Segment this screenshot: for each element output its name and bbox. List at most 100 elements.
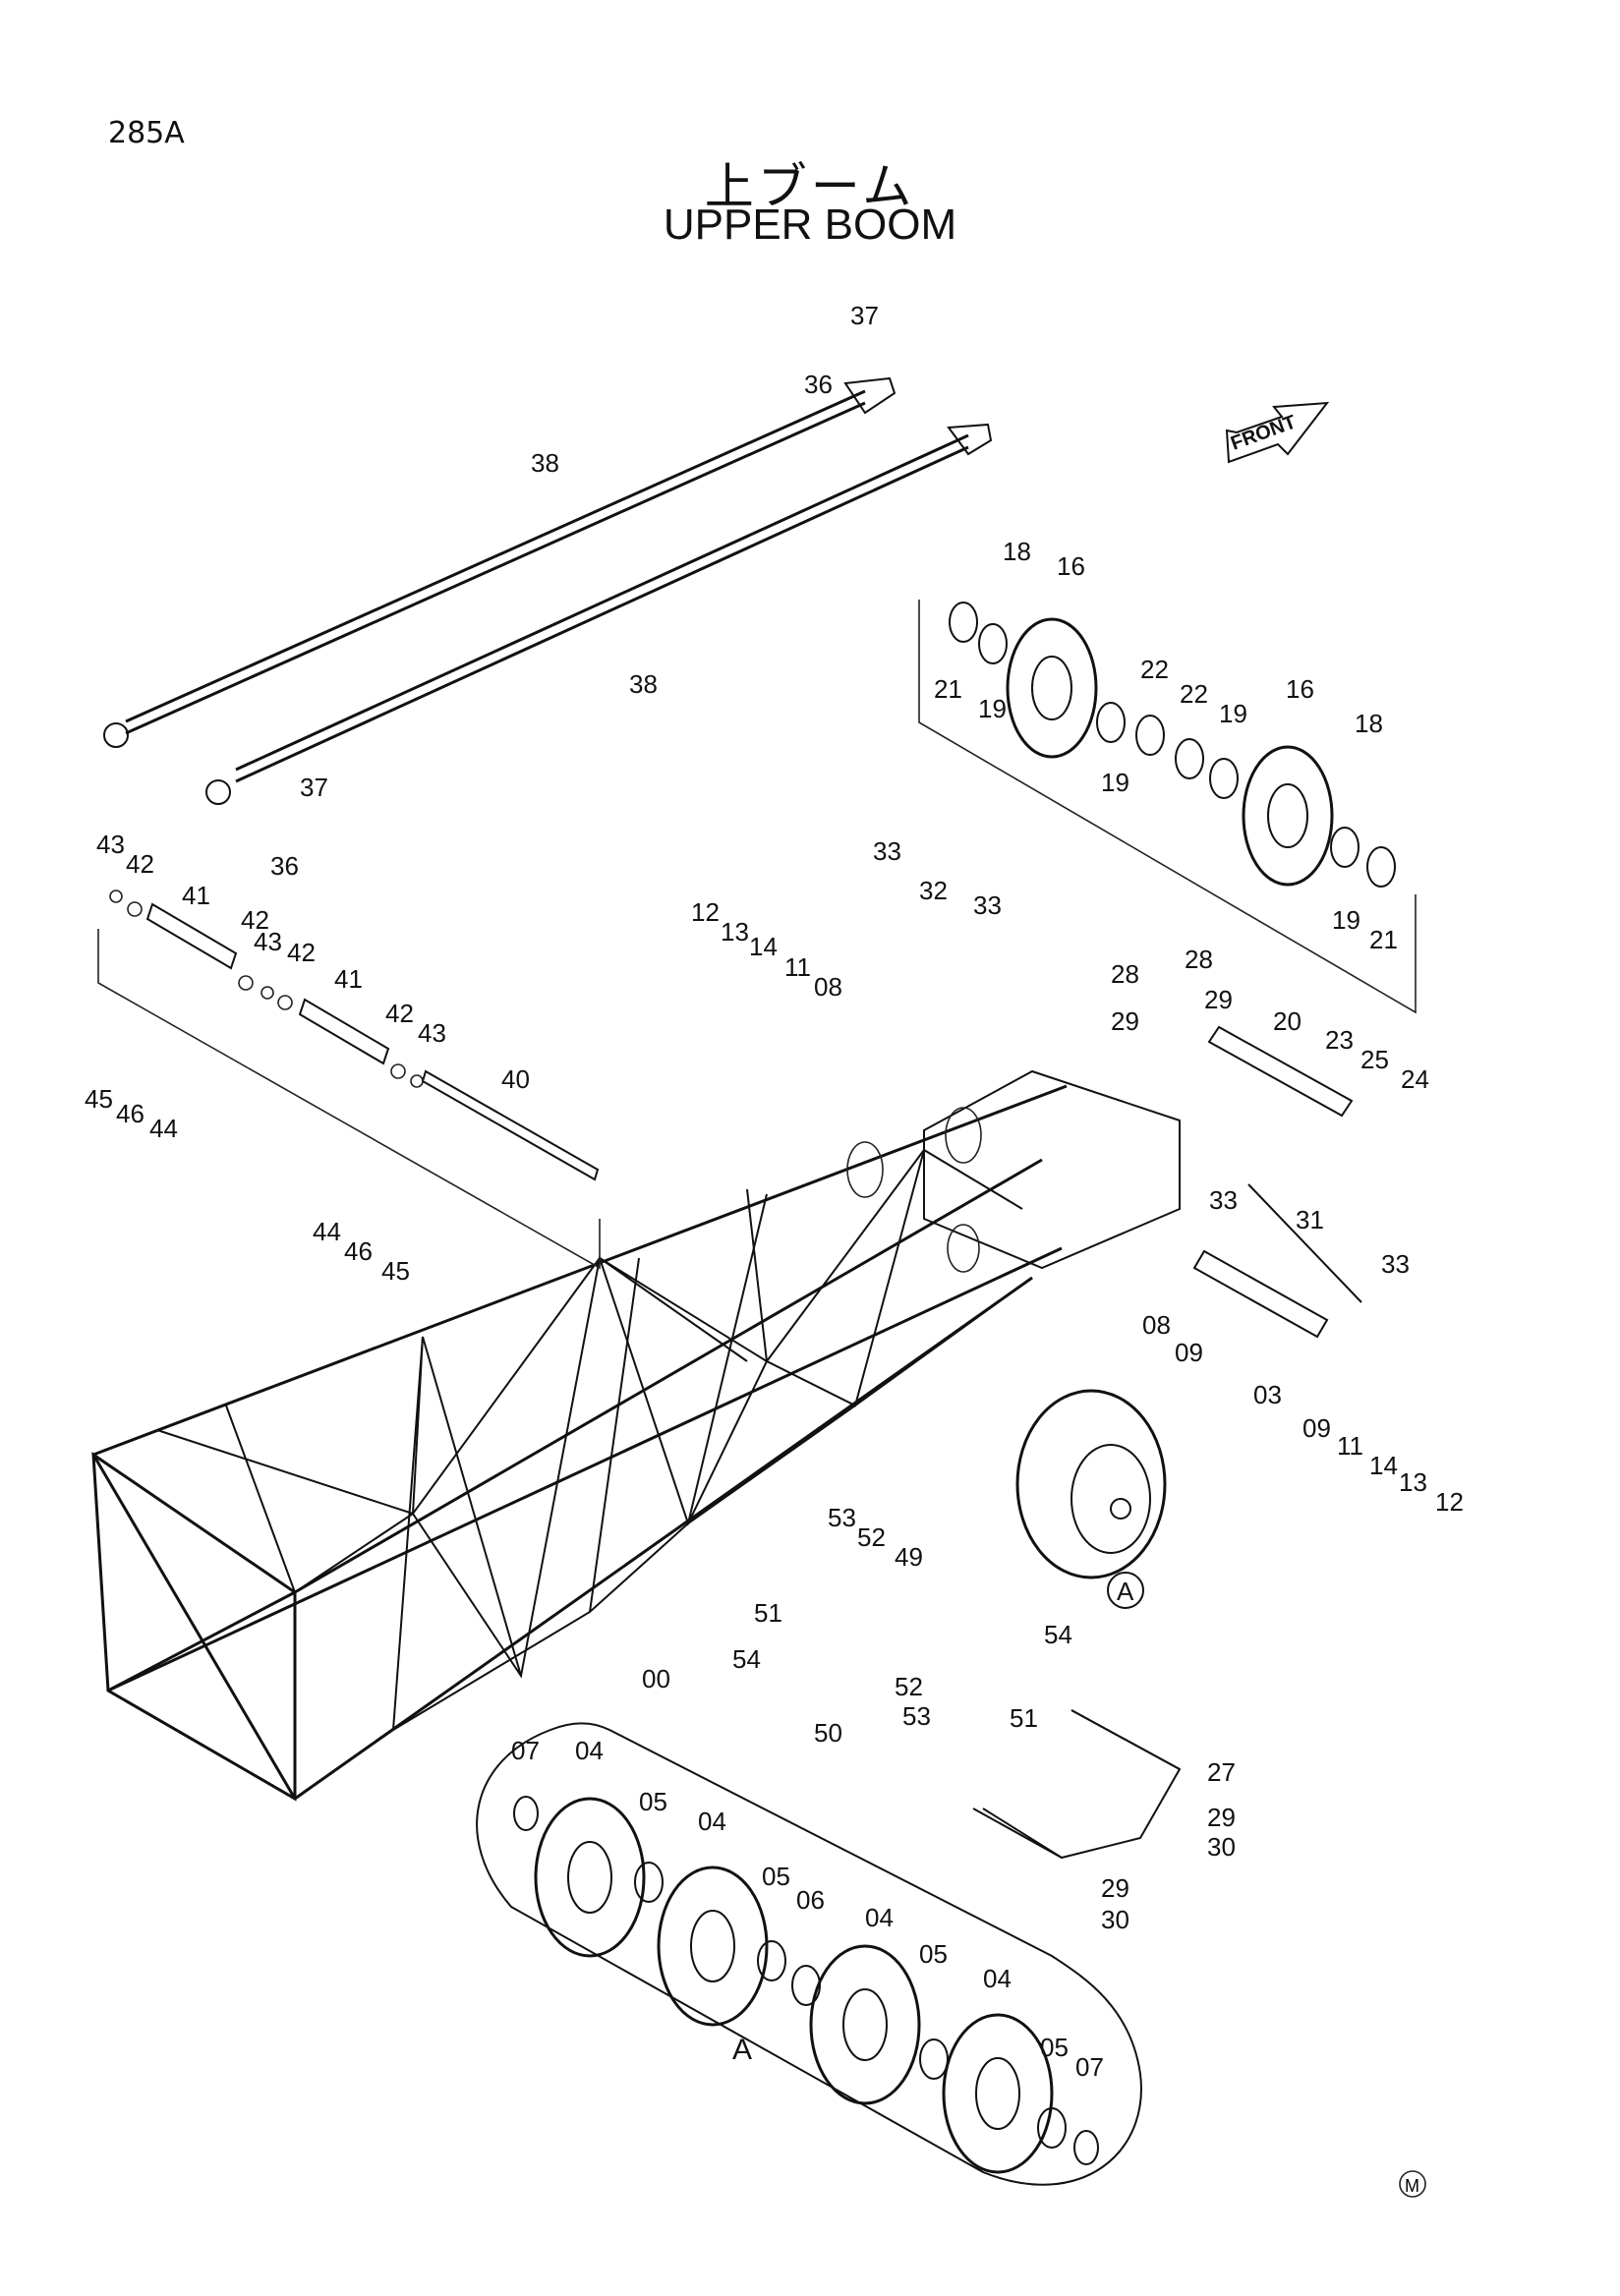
part-number-label: 40 bbox=[501, 1064, 530, 1094]
part-number-label: 23 bbox=[1325, 1025, 1354, 1055]
part-number-label: 05 bbox=[1040, 2033, 1069, 2062]
detail-bearing bbox=[513, 1796, 1099, 2165]
boom-pin bbox=[109, 890, 600, 1181]
pulley-sheave bbox=[1015, 1389, 1167, 1579]
part-number-label: 29 bbox=[1111, 1006, 1139, 1036]
part-number-label: 31 bbox=[1296, 1205, 1324, 1234]
detail-a-outline bbox=[476, 1722, 1142, 2186]
part-number-label: 41 bbox=[334, 964, 363, 994]
part-number-label: 12 bbox=[691, 897, 720, 927]
front-label: FRONT bbox=[1228, 411, 1299, 454]
page-title-japanese: 上ブーム bbox=[704, 158, 916, 215]
detail-callout-label: A bbox=[1117, 1577, 1134, 1606]
sheave-cover bbox=[972, 1709, 1182, 1860]
part-number-label: 05 bbox=[919, 1939, 948, 1969]
part-number-label: 22 bbox=[1180, 679, 1208, 709]
part-number-label: 38 bbox=[531, 448, 559, 478]
part-number-label: 08 bbox=[814, 972, 842, 1002]
part-number-label: 28 bbox=[1185, 945, 1213, 974]
part-number-label: 54 bbox=[1044, 1620, 1072, 1649]
part-number-label: 29 bbox=[1101, 1873, 1129, 1903]
detail-pulley bbox=[809, 1944, 921, 2105]
part-number-label: 29 bbox=[1207, 1803, 1236, 1832]
part-number-label: 45 bbox=[381, 1256, 410, 1286]
part-number-label: 09 bbox=[1175, 1338, 1203, 1367]
part-number-label: 16 bbox=[1286, 674, 1314, 704]
part-number-label: 21 bbox=[1369, 925, 1398, 954]
part-number-label: 11 bbox=[1337, 1431, 1363, 1461]
manufacturer-mark: M bbox=[1405, 2176, 1419, 2196]
part-number-label: 51 bbox=[1010, 1703, 1038, 1733]
part-number-label: 36 bbox=[804, 370, 833, 399]
manufacturer-mark-icon: M bbox=[1399, 2170, 1426, 2198]
part-number-label: 45 bbox=[85, 1084, 113, 1114]
part-number-label: 53 bbox=[828, 1503, 856, 1532]
part-number-label: 28 bbox=[1111, 959, 1139, 989]
part-number-label: 50 bbox=[814, 1718, 842, 1748]
pulley-bushing bbox=[949, 602, 1396, 888]
part-number-label: 44 bbox=[149, 1114, 178, 1143]
part-number-label: 37 bbox=[850, 301, 879, 330]
part-number-label: 00 bbox=[642, 1664, 670, 1693]
part-number-label: 20 bbox=[1273, 1006, 1302, 1036]
part-number-label: 33 bbox=[873, 836, 901, 866]
part-number-label: 27 bbox=[1207, 1757, 1236, 1787]
part-number-label: 42 bbox=[126, 849, 154, 879]
part-number-label: 04 bbox=[865, 1903, 894, 1932]
part-number-label: 06 bbox=[796, 1885, 825, 1915]
part-number-label: 33 bbox=[1209, 1185, 1238, 1215]
part-number-label: 07 bbox=[511, 1736, 540, 1765]
part-number-label: 41 bbox=[182, 881, 210, 910]
part-number-label: 16 bbox=[1057, 551, 1085, 581]
part-number-label: 07 bbox=[1075, 2052, 1104, 2082]
part-number-label: 04 bbox=[575, 1736, 604, 1765]
part-number-label: 13 bbox=[721, 917, 749, 947]
part-number-label: 12 bbox=[1435, 1487, 1464, 1517]
part-number-label: 19 bbox=[978, 694, 1007, 723]
part-number-label: 22 bbox=[1140, 655, 1169, 684]
part-number-label: 18 bbox=[1003, 537, 1031, 566]
tie-rod bbox=[205, 423, 993, 805]
part-number-label: 44 bbox=[313, 1217, 341, 1246]
pulley-sheave bbox=[1242, 745, 1334, 887]
part-number-label: 54 bbox=[732, 1644, 761, 1674]
part-number-label: 42 bbox=[287, 938, 316, 967]
part-number-label: 43 bbox=[96, 830, 125, 859]
part-number-label: 51 bbox=[754, 1598, 782, 1628]
part-number-label: 52 bbox=[857, 1522, 886, 1552]
part-number-label: 42 bbox=[241, 905, 269, 935]
part-number-label: 38 bbox=[629, 669, 658, 699]
tie-rod bbox=[103, 376, 897, 748]
part-number-label: 24 bbox=[1401, 1064, 1429, 1094]
part-number-label: 42 bbox=[385, 999, 414, 1028]
part-number-label: 04 bbox=[983, 1964, 1012, 1993]
part-number-label: 19 bbox=[1332, 905, 1360, 935]
part-number-label: 19 bbox=[1219, 699, 1247, 728]
detail-pulley bbox=[942, 2013, 1054, 2174]
part-number-label: 43 bbox=[254, 927, 282, 956]
part-number-label: 46 bbox=[116, 1099, 145, 1128]
part-number-label: 21 bbox=[934, 674, 962, 704]
part-number-label: 37 bbox=[300, 773, 328, 802]
part-number-label: 04 bbox=[698, 1807, 726, 1836]
detail-label: A bbox=[732, 2034, 752, 2066]
part-number-label: 30 bbox=[1207, 1832, 1236, 1862]
front-arrow-icon: FRONT bbox=[1225, 401, 1330, 464]
part-number-label: 43 bbox=[418, 1018, 446, 1048]
part-number-label: 19 bbox=[1101, 768, 1129, 797]
detail-callout: A bbox=[1107, 1572, 1144, 1609]
part-number-label: 05 bbox=[762, 1862, 790, 1891]
part-number-label: 13 bbox=[1399, 1467, 1427, 1497]
part-number-label: 33 bbox=[973, 890, 1002, 920]
page-title-english: UPPER BOOM bbox=[663, 201, 957, 249]
part-number-label: 05 bbox=[639, 1787, 667, 1816]
page-code: 285A bbox=[108, 116, 185, 150]
part-number-label: 49 bbox=[895, 1542, 923, 1572]
part-number-label: 46 bbox=[344, 1236, 373, 1266]
head-pin bbox=[1192, 1025, 1362, 1339]
pulley-sheave bbox=[1006, 617, 1098, 759]
part-number-label: 33 bbox=[1381, 1249, 1410, 1279]
